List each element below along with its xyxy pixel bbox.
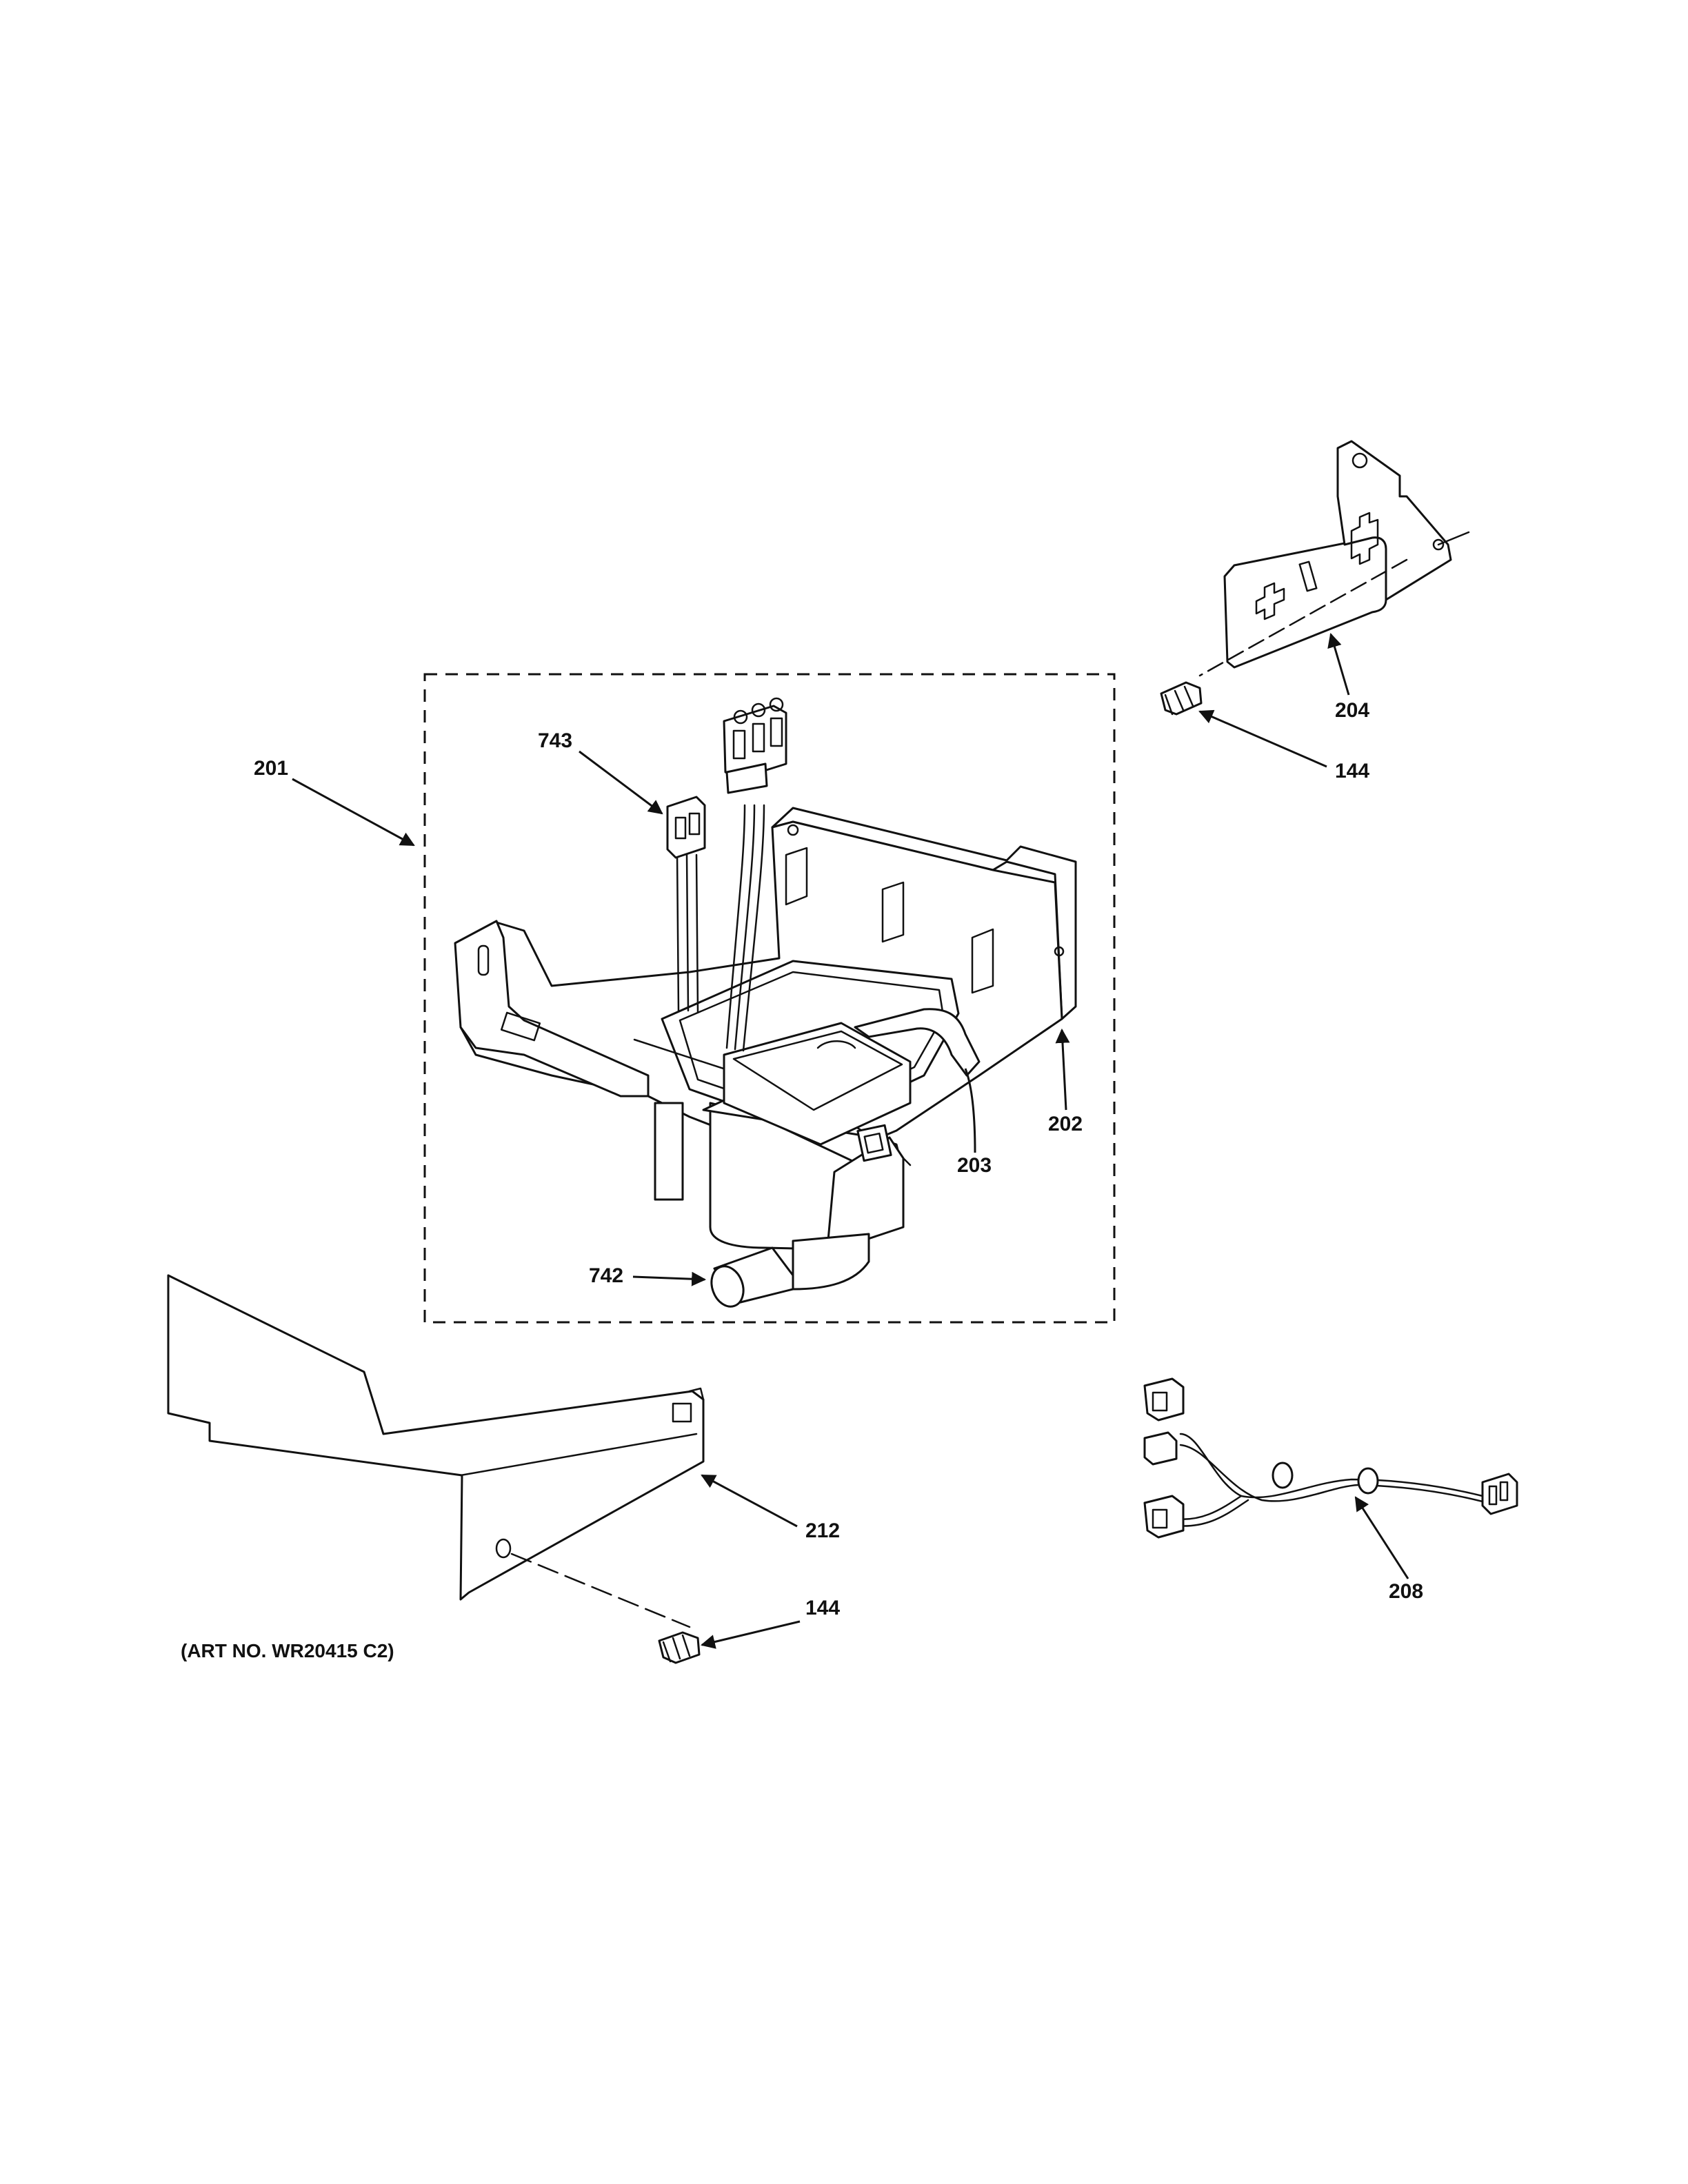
- callout-204: 204: [1327, 632, 1369, 722]
- part-742-pump: [702, 1022, 912, 1308]
- svg-text:201: 201: [254, 757, 288, 780]
- part-212-cover-panel: [167, 1274, 705, 1628]
- part-208-wire-harness: [1143, 1377, 1518, 1539]
- part-743-wire-harness: [666, 697, 787, 1052]
- svg-text:743: 743: [538, 729, 572, 752]
- part-203-float-strap: [854, 1008, 981, 1077]
- assembly-boundary-dashed: [423, 673, 1116, 1324]
- svg-text:144: 144: [1335, 760, 1369, 782]
- svg-text:742: 742: [589, 1264, 623, 1287]
- part-204-mounting-bracket: [1198, 440, 1470, 677]
- svg-text:144: 144: [805, 1597, 840, 1619]
- part-144-screw-top: [1160, 681, 1203, 716]
- callout-742: 742: [589, 1264, 707, 1287]
- art-number: (ART NO. WR20415 C2): [181, 1640, 394, 1661]
- callout-202: 202: [1048, 1028, 1083, 1135]
- svg-text:203: 203: [957, 1154, 992, 1177]
- svg-text:204: 204: [1335, 699, 1369, 722]
- part-144-screw-bottom: [658, 1631, 701, 1664]
- callout-144-bottom: 144: [700, 1597, 840, 1649]
- svg-text:212: 212: [805, 1519, 840, 1542]
- callout-201: 201: [254, 757, 415, 847]
- callout-144-top: 144: [1198, 709, 1369, 782]
- callout-203: 203: [957, 1068, 992, 1177]
- svg-text:208: 208: [1389, 1580, 1423, 1603]
- svg-text:202: 202: [1048, 1113, 1083, 1135]
- callout-212: 212: [701, 1474, 840, 1542]
- callout-743: 743: [538, 729, 663, 815]
- callout-208: 208: [1354, 1496, 1423, 1603]
